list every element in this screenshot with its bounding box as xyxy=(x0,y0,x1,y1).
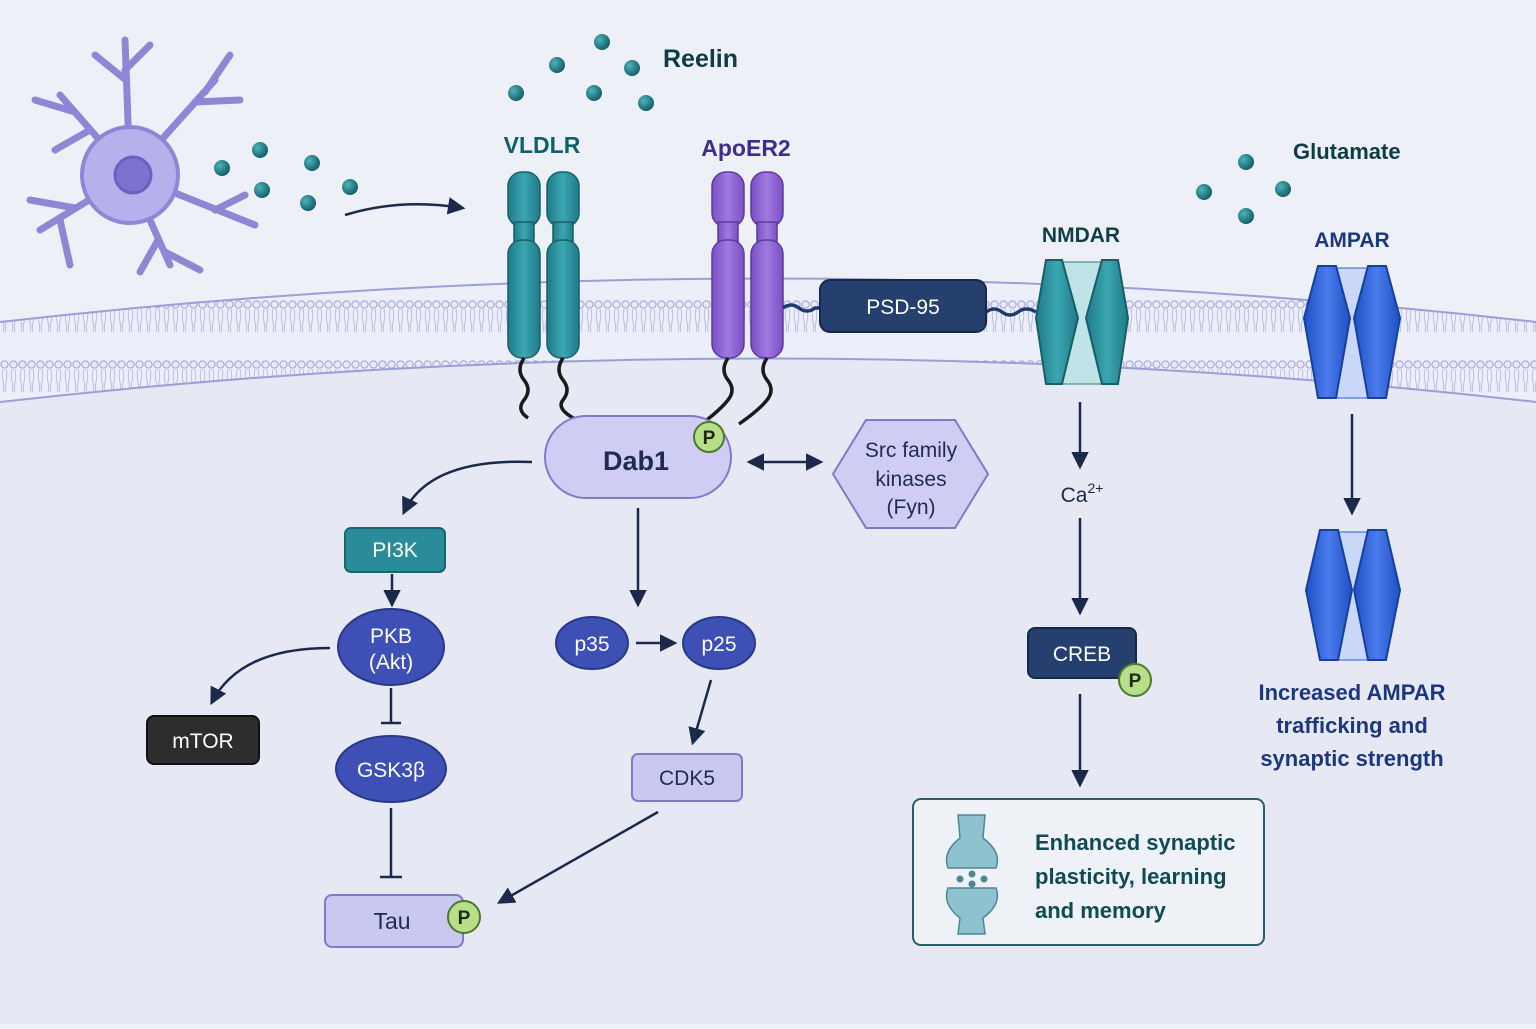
plasticity-outcome-text: Enhanced synaptic plasticity, learning a… xyxy=(1035,830,1236,923)
ampar-trafficked-icon xyxy=(1304,529,1402,661)
src-label-line-2: kinases xyxy=(875,468,946,491)
creb-phospho-badge: P xyxy=(1118,663,1152,697)
p35-node xyxy=(555,616,629,670)
calcium-symbol: Ca xyxy=(1061,484,1088,507)
apoer2-receptor xyxy=(711,171,784,359)
creb-phospho-label: P xyxy=(1129,671,1142,692)
ampar-outcome-line-1: Increased AMPAR xyxy=(1258,680,1445,705)
src-label-line-3: (Fyn) xyxy=(887,496,936,519)
dab1-phospho-badge: P xyxy=(693,421,725,453)
p35-label: p35 xyxy=(574,633,609,656)
nmdar-channel xyxy=(1034,259,1130,385)
neuron-icon xyxy=(26,36,259,276)
reelin-dots xyxy=(508,34,654,111)
inhibit-gsk3b-tau xyxy=(380,808,402,879)
p25-label: p25 xyxy=(701,633,736,656)
dab1-phospho-label: P xyxy=(703,428,716,449)
src-label-line-1: Src family xyxy=(865,439,958,462)
arrow-p25-cdk5 xyxy=(688,679,713,746)
psd95-label: PSD-95 xyxy=(866,296,940,319)
tau-phospho-label: P xyxy=(458,908,471,929)
arrow-pkb-mtor xyxy=(210,646,331,706)
arrow-dab1-pi3k xyxy=(402,460,533,516)
plasticity-outcome-box xyxy=(912,798,1265,946)
glutamate-label: Glutamate xyxy=(1293,139,1401,164)
apoer2-tails xyxy=(702,357,773,426)
tau-phospho-badge: P xyxy=(447,900,481,934)
nmdar-label: NMDAR xyxy=(1042,224,1120,247)
plasticity-line-2: plasticity, learning xyxy=(1035,864,1227,889)
vldlr-label: VLDLR xyxy=(504,132,581,158)
mtor-label: mTOR xyxy=(172,730,233,753)
tau-label: Tau xyxy=(373,908,410,934)
creb-node xyxy=(1027,627,1137,679)
ampar-outcome-text: Increased AMPAR trafficking and synaptic… xyxy=(1258,680,1445,771)
pkb-node xyxy=(337,608,445,686)
ampar-channel xyxy=(1302,265,1402,399)
ampar-outcome-line-2: trafficking and xyxy=(1276,713,1428,738)
inhibit-pkb-gsk3b xyxy=(381,688,401,725)
glutamate-dots xyxy=(1196,154,1291,224)
ampar-outcome-line-3: synaptic strength xyxy=(1260,746,1443,771)
psd95-box xyxy=(819,279,987,333)
cdk5-label: CDK5 xyxy=(659,767,715,790)
plasticity-line-3: and memory xyxy=(1035,898,1167,923)
gsk3b-node xyxy=(335,735,447,803)
arrow-cdk5-tau xyxy=(496,810,659,904)
pi3k-node xyxy=(344,527,446,573)
dab1-label: Dab1 xyxy=(603,446,669,476)
arrow-neuron-to-receptors xyxy=(344,197,466,217)
gsk3b-label: GSK3β xyxy=(357,759,425,782)
p25-node xyxy=(682,616,756,670)
synapse-icon xyxy=(945,814,999,935)
plasticity-line-1: Enhanced synaptic xyxy=(1035,830,1236,855)
psd95-linkers xyxy=(781,303,1037,317)
src-kinase-node xyxy=(831,419,990,529)
reelin-label: Reelin xyxy=(663,45,738,73)
apoer2-label: ApoER2 xyxy=(701,135,790,161)
vldlr-tails xyxy=(518,357,582,424)
pkb-label-line-2: (Akt) xyxy=(369,651,413,674)
calcium-label: Ca2+ xyxy=(1061,480,1104,507)
calcium-charge: 2+ xyxy=(1087,480,1103,496)
ampar-label: AMPAR xyxy=(1314,229,1389,252)
cdk5-node xyxy=(631,753,743,802)
creb-label: CREB xyxy=(1053,643,1111,666)
pkb-label-line-1: PKB xyxy=(370,625,412,648)
vldlr-receptor xyxy=(507,171,580,359)
mtor-node xyxy=(146,715,260,765)
pi3k-label: PI3K xyxy=(372,539,418,562)
dab1-node xyxy=(544,415,732,499)
neuron-released-ligand-dots xyxy=(214,142,358,211)
